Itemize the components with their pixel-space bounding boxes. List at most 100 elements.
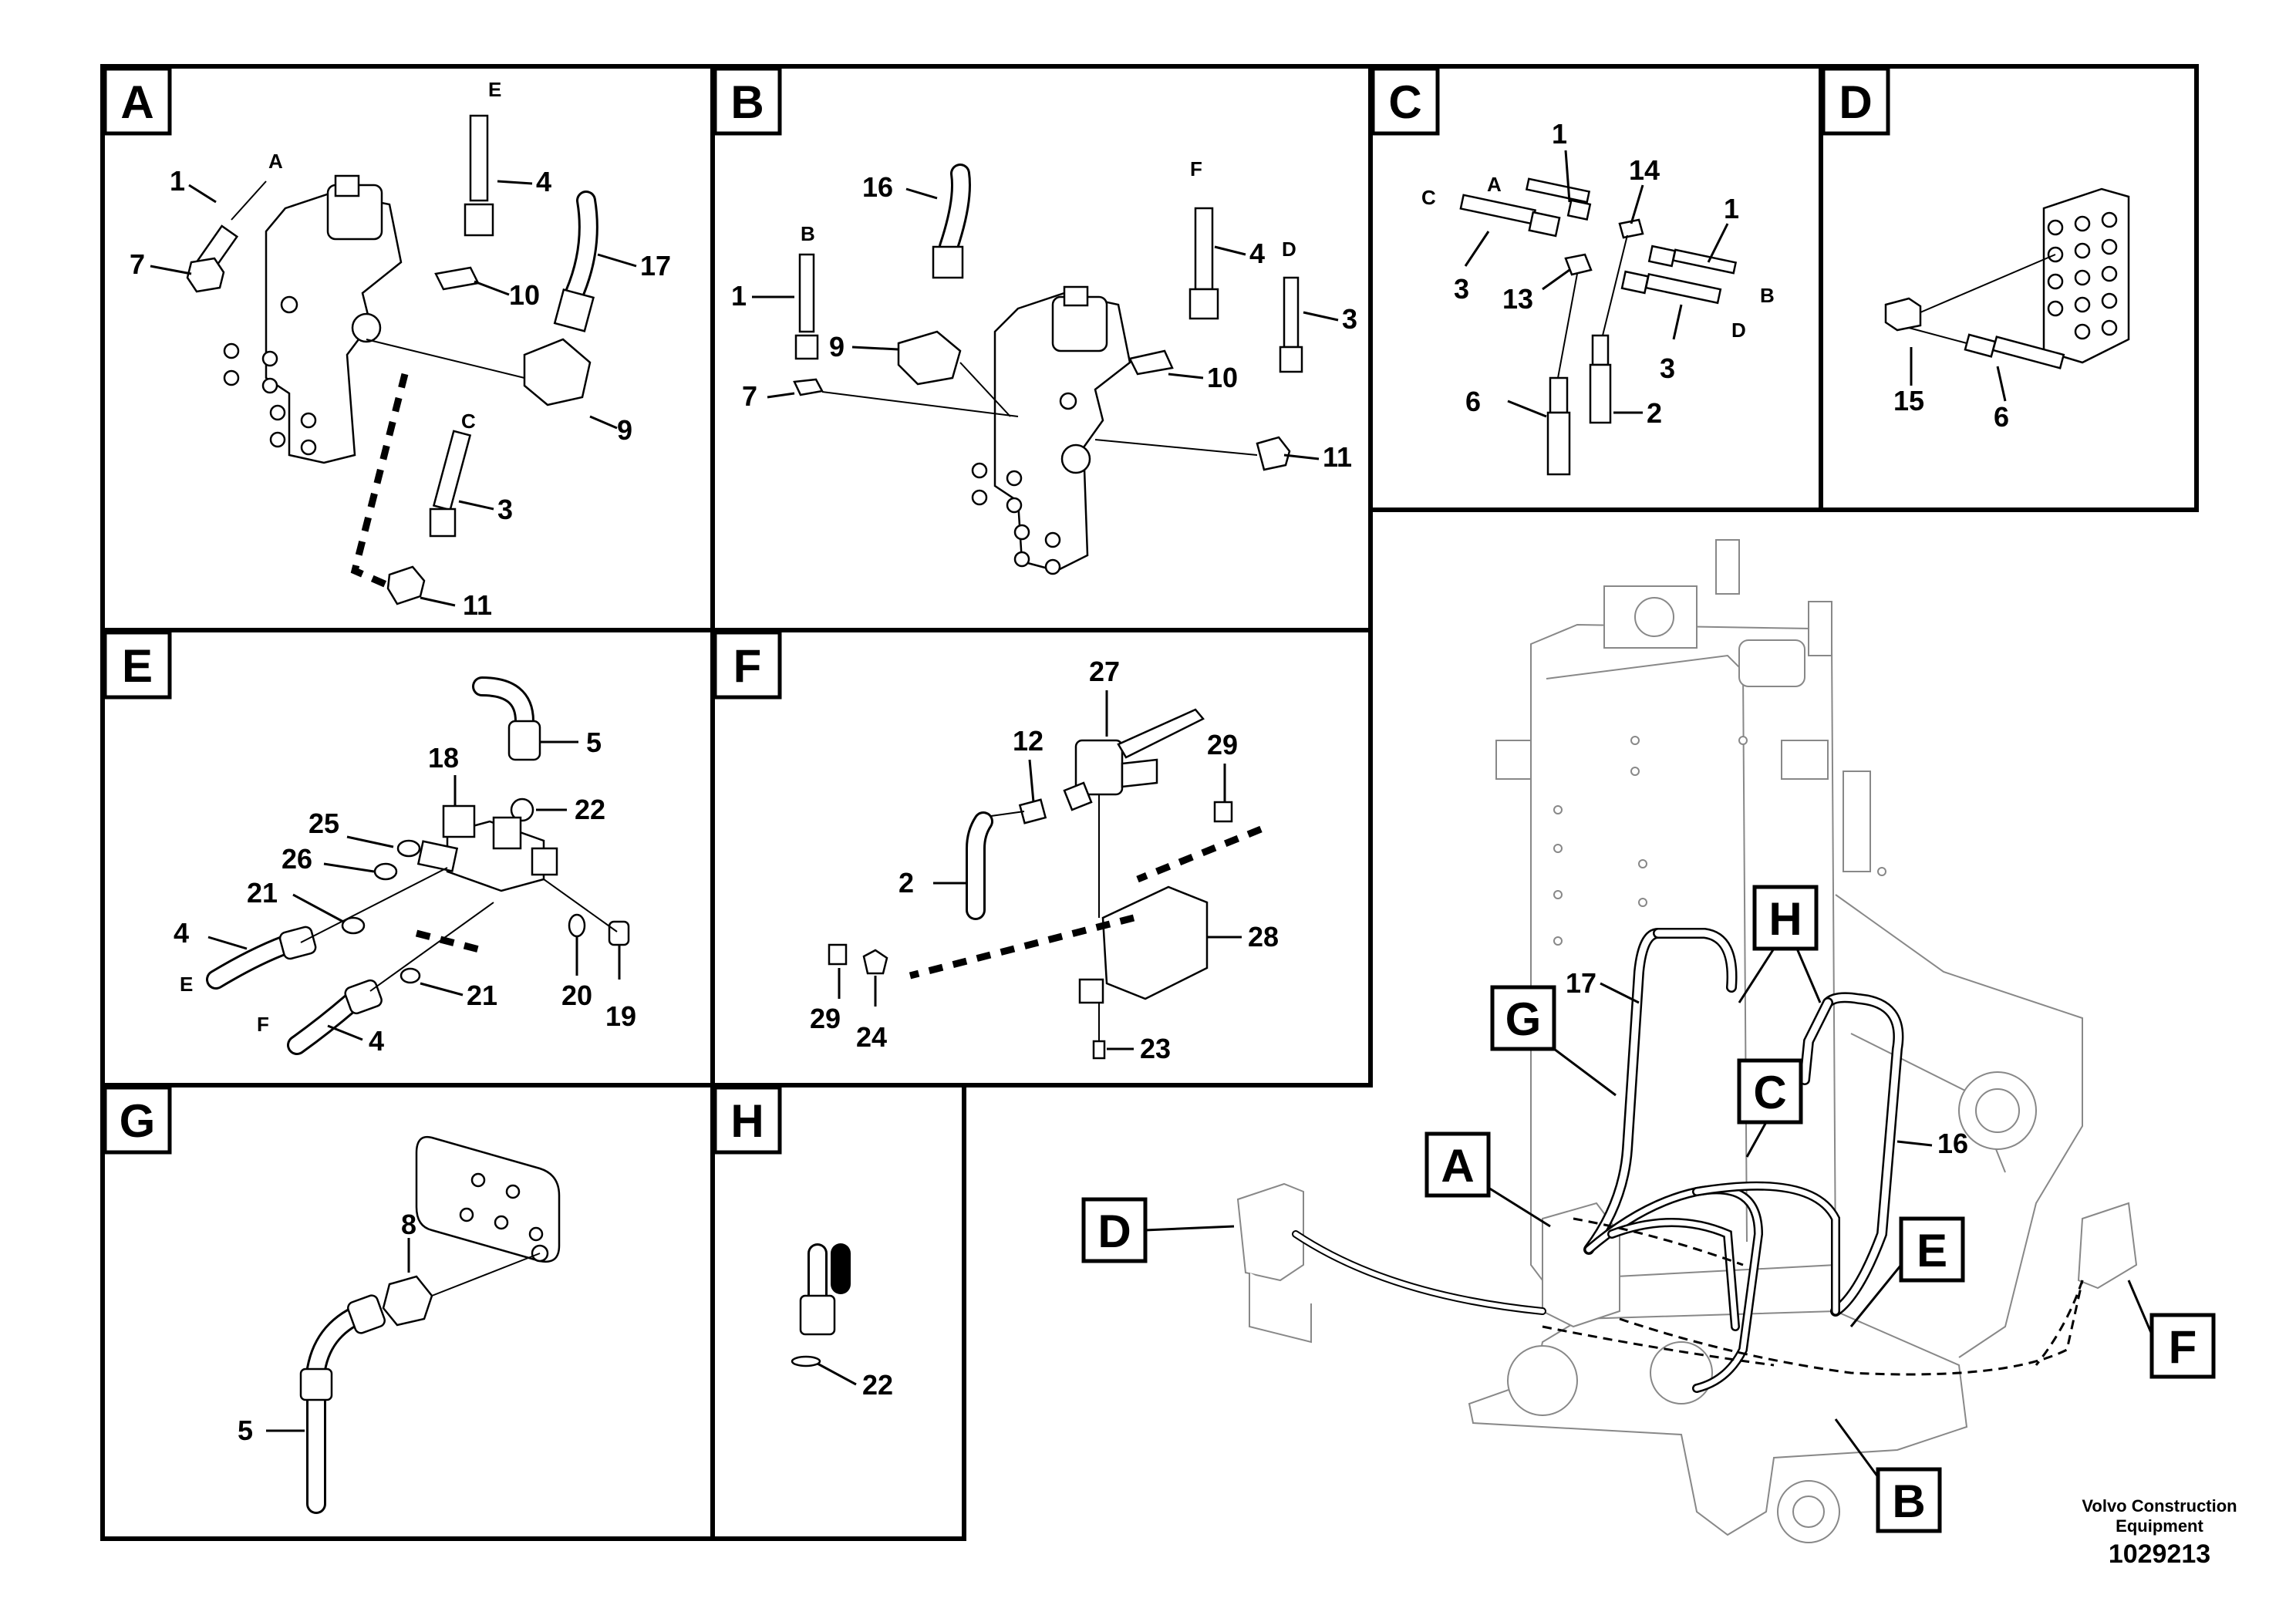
callout-15: 15 (1893, 385, 1924, 416)
callout-3: 3 (1342, 303, 1357, 335)
callout-1: 1 (1552, 118, 1567, 150)
panel-h-frame (710, 1083, 966, 1541)
panel-a-letter: A (120, 76, 153, 128)
plug-19 (608, 920, 630, 946)
fitting-11 (386, 565, 426, 605)
callout-28: 28 (1248, 921, 1279, 953)
port-c: C (1421, 186, 1436, 209)
callout-4b: 4 (369, 1025, 384, 1057)
callout-11: 11 (463, 589, 492, 621)
port-e: E (488, 78, 501, 101)
overview-callout-16: 16 (1937, 1128, 1968, 1159)
callout-24: 24 (856, 1021, 887, 1053)
valve-block (993, 292, 1131, 572)
callout-3: 3 (1454, 273, 1469, 305)
panel-g-letter: G (120, 1095, 156, 1147)
callout-23: 23 (1140, 1033, 1171, 1064)
panel-c-callouts: 1 14 1 3 13 3 6 2 C A B D (1421, 118, 1775, 429)
callout-5: 5 (238, 1415, 253, 1446)
panel-c-letter: C (1388, 76, 1421, 128)
manifold-ports (2047, 211, 2118, 340)
callout-19: 19 (605, 1000, 636, 1032)
panel-d-callouts: 15 6 (1893, 385, 2009, 433)
port-a: A (268, 150, 283, 173)
fitting-11 (1256, 436, 1291, 471)
callout-21: 21 (247, 877, 278, 909)
callout-3: 3 (497, 494, 513, 525)
callout-2: 2 (899, 867, 914, 899)
callout-22: 22 (862, 1369, 893, 1401)
port-a: A (1487, 173, 1502, 196)
panel-c-illustration (1459, 150, 1738, 476)
panel-d-letter: D (1839, 76, 1872, 128)
callout-5: 5 (586, 727, 602, 758)
port-b: B (801, 222, 815, 245)
panel-h-illustration (791, 1243, 857, 1386)
overview-tag-g: G (1505, 993, 1542, 1045)
callout-4: 4 (1249, 238, 1265, 269)
oring-22 (791, 1355, 821, 1367)
panel-e-illustration (206, 676, 630, 1055)
callout-14: 14 (1629, 154, 1660, 186)
panel-b-letter: B (730, 76, 764, 128)
overview-tag-f: F (2169, 1321, 2197, 1373)
port-f: F (257, 1013, 269, 1036)
panel-frames (100, 64, 2199, 1541)
fitting-9 (897, 330, 962, 386)
bolt-row (971, 462, 1061, 575)
callout-22: 22 (575, 794, 605, 825)
brand-caption: Volvo Construction Equipment (2082, 1496, 2237, 1536)
panel-e-letter: E (122, 640, 153, 692)
overview-tag-d: D (1097, 1206, 1131, 1257)
panel-h-callouts: 22 (862, 1369, 893, 1401)
overview-tag-c: C (1753, 1067, 1786, 1118)
callout-9: 9 (617, 414, 632, 446)
callout-16: 16 (862, 171, 893, 203)
panel-h-letter: H (730, 1095, 764, 1147)
port-d: D (1282, 238, 1296, 261)
callout-3b: 3 (1660, 352, 1675, 384)
callout-6: 6 (1994, 401, 2009, 433)
overview-callout-17: 17 (1566, 967, 1596, 999)
callout-27: 27 (1089, 656, 1120, 687)
callout-20: 20 (561, 980, 592, 1011)
callout-29: 29 (1207, 729, 1238, 760)
panel-e-callouts: 5 18 22 25 26 21 4 21 20 19 4 E F (174, 727, 636, 1057)
callout-6: 6 (1465, 386, 1481, 417)
panel-b-callouts: 16 1 9 7 4 10 3 11 B F D (731, 157, 1357, 473)
callout-1: 1 (731, 280, 747, 312)
callout-29b: 29 (810, 1003, 841, 1034)
overview-tag-b: B (1892, 1475, 1925, 1527)
panel-f-callouts: 27 12 29 2 28 29 24 23 (810, 656, 1279, 1064)
fitting-7 (793, 378, 824, 396)
callout-4: 4 (174, 917, 189, 949)
fitting-7 (186, 257, 225, 293)
port-d: D (1731, 319, 1746, 342)
overview-tag-h: H (1768, 893, 1802, 945)
bracket-28 (1101, 885, 1209, 1000)
illustration-number: 1029213 (2108, 1539, 2211, 1569)
fitting-9 (523, 338, 592, 406)
clip-24 (862, 949, 888, 975)
overview-tag-e: E (1917, 1225, 1947, 1276)
callout-7: 7 (742, 380, 757, 412)
callout-10: 10 (1207, 362, 1238, 393)
machine-overview (1236, 539, 2138, 1543)
bolt-row (223, 342, 317, 456)
panel-d-illustration (1884, 187, 2130, 402)
callout-1: 1 (170, 165, 185, 197)
callout-2: 2 (1647, 397, 1662, 429)
callout-26: 26 (282, 843, 312, 875)
callout-12: 12 (1013, 725, 1043, 757)
panel-c-frame (1368, 64, 1823, 512)
callout-7: 7 (130, 248, 145, 280)
callout-13: 13 (1502, 283, 1533, 315)
port-c: C (461, 410, 476, 433)
port-e: E (180, 973, 193, 996)
callout-18: 18 (428, 742, 459, 774)
callout-17: 17 (640, 250, 671, 282)
valve-top (334, 174, 360, 197)
panel-g-callouts: 8 5 (238, 1209, 416, 1446)
panel-e-frame (100, 628, 715, 1088)
